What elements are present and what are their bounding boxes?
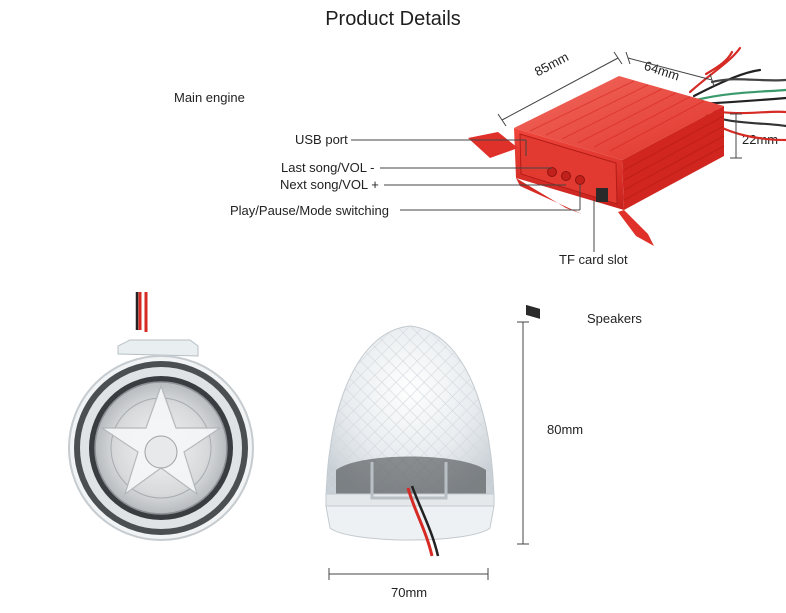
next-song-button (561, 171, 571, 181)
next-song-label: Next song/VOL + (280, 177, 379, 192)
speakers-heading: Speakers (587, 311, 642, 326)
usb-port-label: USB port (295, 132, 348, 147)
last-song-button (547, 167, 557, 177)
mount-tab-left (468, 132, 518, 158)
speaker-front-view (68, 292, 254, 541)
tf-card-label: TF card slot (559, 252, 628, 267)
tf-card-opening (596, 188, 608, 202)
page-title: Product Details (325, 8, 461, 30)
play-pause-button (575, 175, 585, 185)
main-engine-heading: Main engine (174, 90, 245, 105)
speaker-width-dimension: 70mm (391, 585, 428, 600)
mount-tab-right (618, 210, 654, 246)
engine-side-face (622, 106, 724, 210)
play-pause-label: Play/Pause/Mode switching (230, 203, 389, 218)
main-engine-unit (468, 46, 786, 319)
speaker-dimension-lines (328, 321, 529, 580)
last-song-label: Last song/VOL - (281, 160, 375, 175)
speaker-height-dimension: 80mm (547, 422, 584, 437)
speaker-side-view (325, 325, 495, 557)
engine-top-face (514, 76, 724, 160)
engine-dimension-lines (497, 51, 742, 159)
usb-port-opening (526, 304, 540, 319)
callout-lines (351, 139, 595, 252)
